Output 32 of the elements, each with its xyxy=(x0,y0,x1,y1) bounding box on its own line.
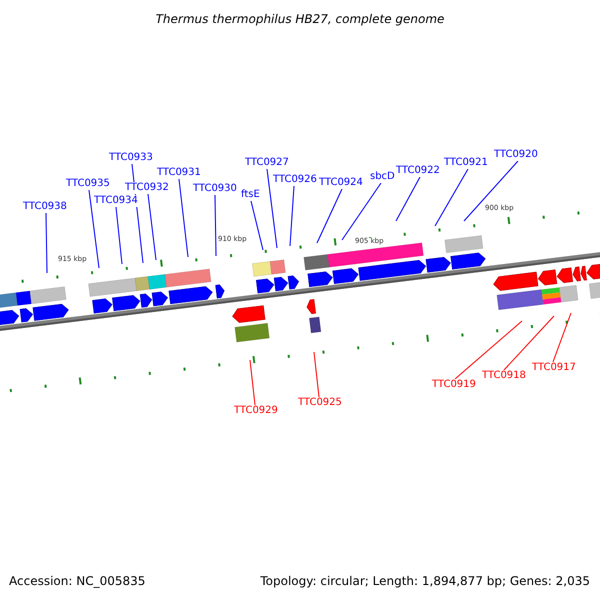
leader-line xyxy=(250,200,264,250)
gene-label: TTC0935 xyxy=(66,178,110,190)
leader-line xyxy=(504,316,554,370)
leader-line xyxy=(454,320,522,380)
gene-label: sbcD xyxy=(370,171,395,183)
leader-line xyxy=(266,168,278,248)
accession-text: Accession: NC_005835 xyxy=(9,575,146,587)
leader-line xyxy=(552,312,572,362)
leader-line xyxy=(316,188,342,244)
leader-line xyxy=(314,352,320,398)
gene-label: TTC0922 xyxy=(396,165,440,177)
leader-line xyxy=(46,212,48,274)
gene-label: TTC0924 xyxy=(319,177,363,189)
leader-line xyxy=(434,168,468,226)
genome-summary-text: Topology: circular; Length: 1,894,877 bp; Genes: 2,035 xyxy=(260,575,590,587)
leader-line xyxy=(290,186,294,246)
title: Thermus thermophilus HB27, complete genome xyxy=(156,11,444,28)
leader-line xyxy=(464,160,518,222)
gene-label: TTC0934 xyxy=(94,195,138,207)
gene-label: ftsE xyxy=(241,189,260,201)
leader-line xyxy=(148,194,156,260)
leader-line xyxy=(116,206,122,264)
leader-line xyxy=(250,360,256,406)
leader-line xyxy=(214,194,216,256)
gene-label: TTC0932 xyxy=(125,182,169,194)
gene-label: TTC0927 xyxy=(245,157,289,169)
leader-line xyxy=(178,178,188,258)
gene-label: TTC0920 xyxy=(494,149,538,161)
leader-line xyxy=(396,176,420,222)
leader-line xyxy=(88,190,100,268)
gene-label: TTC0921 xyxy=(444,157,488,169)
leader-line xyxy=(342,182,382,240)
